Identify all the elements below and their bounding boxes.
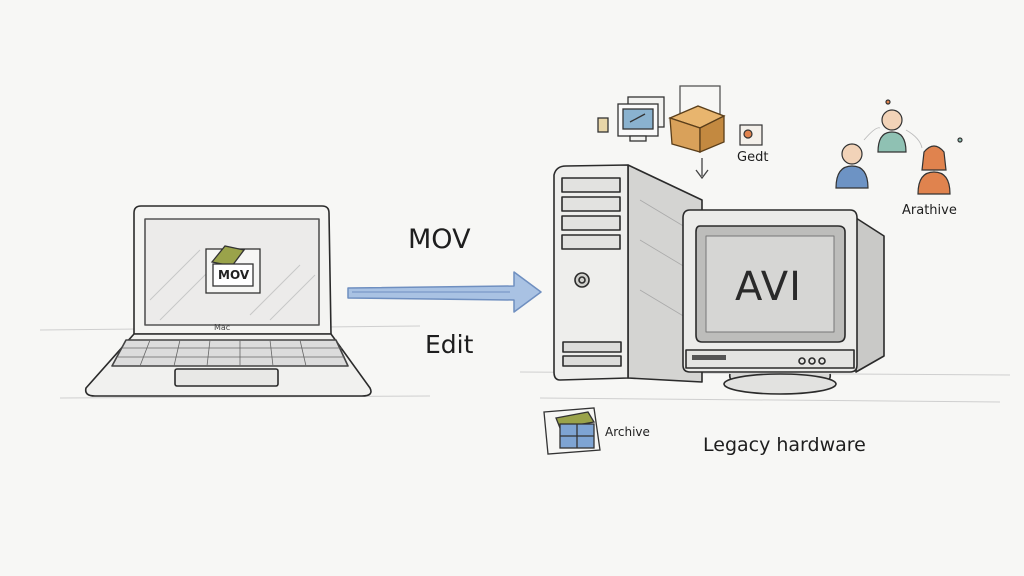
laptop-icon: [84, 205, 372, 397]
tower-computer-icon: [553, 164, 703, 383]
archive-box-icon: [668, 85, 726, 180]
edit-label: Edit: [425, 330, 474, 359]
monitor-format-label: AVI: [735, 264, 802, 310]
transfer-arrow-icon: [347, 271, 542, 313]
document-icon: [739, 124, 763, 146]
legacy-hardware-label: Legacy hardware: [703, 434, 866, 456]
desktop-window-icon: [597, 96, 665, 142]
archive-folder-icon: [543, 407, 601, 455]
mov-file-icon: [205, 245, 261, 294]
users-group-icon: [835, 99, 963, 195]
file-format-label: MOV: [218, 268, 250, 282]
mov-label: MOV: [408, 224, 471, 255]
group-archive-label: Arathive: [902, 203, 957, 218]
gedt-label: Gedt: [737, 150, 769, 165]
archive-label: Archive: [605, 425, 650, 439]
laptop-brand-label: Mac: [214, 323, 231, 332]
crt-monitor-icon: [682, 209, 885, 395]
